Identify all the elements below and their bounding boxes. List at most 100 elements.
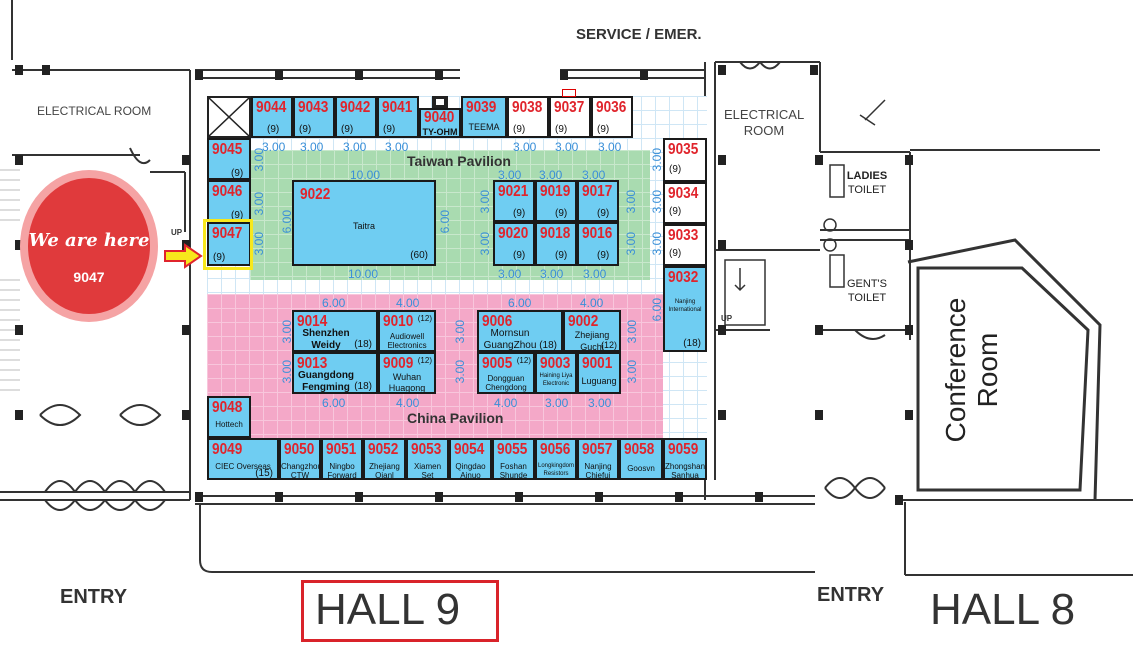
taiwan-pavilion-label: Taiwan Pavilion (407, 153, 511, 169)
booth-9010[interactable]: 9010 (12) Audiowell Electronics (378, 310, 436, 352)
dim-label: 10.00 (348, 267, 379, 281)
booth-9035[interactable]: 9035(9) (663, 138, 707, 182)
dim-label: 3.00 (540, 267, 564, 281)
gents-line2: TOILET (847, 292, 887, 304)
you-are-here-circle (28, 178, 150, 314)
dim-label: 3.00 (252, 192, 266, 216)
booth-9046[interactable]: 9046(9) (207, 180, 251, 222)
dim-label: 10.00 (350, 168, 381, 182)
booth-9021[interactable]: 9021(9) (493, 180, 535, 222)
dim-label: 6.00 (322, 396, 346, 410)
dim-label: 4.00 (494, 396, 518, 410)
booth-9005[interactable]: 9005 (12) Dongguan Chengdong (477, 352, 535, 394)
entry-left-label: ENTRY (60, 586, 128, 608)
booth-9002[interactable]: 9002 Zhejiang Guchi (12) (563, 310, 621, 352)
hall9-label: HALL 9 (315, 585, 461, 634)
booth-9022[interactable]: 9022 Taitra (60) (292, 180, 436, 266)
ladies-line2: TOILET (847, 184, 887, 196)
booth-9047[interactable]: 9047(9) (207, 222, 251, 266)
booth-9020[interactable]: 9020(9) (493, 222, 535, 266)
booth-9043[interactable]: 9043(9) (293, 96, 335, 138)
dim-label: 6.00 (650, 298, 664, 322)
dim-label: 3.00 (498, 267, 522, 281)
dim-label: 3.00 (385, 140, 409, 154)
booth-9041[interactable]: 9041(9) (377, 96, 419, 138)
dim-label: 3.00 (650, 148, 664, 172)
booth-9009[interactable]: 9009 (12) Wuhan Huagong (378, 352, 436, 394)
booth-9018[interactable]: 9018(9) (535, 222, 577, 266)
dim-label: 6.00 (438, 210, 452, 234)
dim-label: 3.00 (280, 360, 294, 384)
booth-9014[interactable]: 9014 Shenzhen Weidy (18) (292, 310, 378, 352)
you-are-here-booth: 9047 (73, 269, 105, 285)
conference-line1: Conference (940, 297, 971, 443)
hall8-label: HALL 8 (930, 585, 1076, 634)
dim-label: 3.00 (252, 148, 266, 172)
dim-label: 3.00 (545, 396, 569, 410)
you-are-here-marker[interactable]: We are here 9047 (20, 170, 158, 322)
dim-label: 3.00 (252, 232, 266, 256)
booth-9044[interactable]: 9044(9) (251, 96, 293, 138)
dim-label: 3.00 (624, 232, 638, 256)
dim-label: 3.00 (583, 267, 607, 281)
booth-9038[interactable]: 9038(9) (507, 96, 549, 138)
booth-9049[interactable]: 9049 CIEC Overseas (15) (207, 438, 279, 480)
booth-9006[interactable]: 9006 Mornsun GuangZhou (18) (477, 310, 563, 352)
booth-9048[interactable]: 9048 Hottech (207, 396, 251, 438)
dim-label: 3.00 (555, 140, 579, 154)
dim-label: 3.00 (343, 140, 367, 154)
booth-9032[interactable]: 9032 Nanjing International (18) (663, 266, 707, 352)
dim-label: 3.00 (650, 232, 664, 256)
up-label-right: UP (721, 314, 733, 323)
booth-9042[interactable]: 9042(9) (335, 96, 377, 138)
dim-label: 6.00 (322, 296, 346, 310)
ladies-toilet-label: LADIES TOILET (842, 169, 892, 197)
booth-9037[interactable]: 9037(9) (549, 96, 591, 138)
dim-label: 3.00 (588, 396, 612, 410)
booth-9003[interactable]: 9003 Haining Liya Electronic (535, 352, 577, 394)
electrical-room-left-label: ELECTRICAL ROOM (37, 104, 152, 118)
china-pavilion-label: China Pavilion (407, 410, 504, 426)
dim-label: 4.00 (396, 396, 420, 410)
booth-9016[interactable]: 9016(9) (577, 222, 619, 266)
dim-label: 3.00 (539, 168, 563, 182)
service-label: SERVICE / EMER. (576, 26, 702, 43)
booth-9047-highlight (203, 219, 253, 270)
dim-label: 3.00 (280, 320, 294, 344)
dim-label: 3.00 (300, 140, 324, 154)
booth-9045[interactable]: 9045(9) (207, 138, 251, 180)
booth-9019[interactable]: 9019(9) (535, 180, 577, 222)
up-label-left: UP (171, 228, 183, 237)
dim-label: 3.00 (478, 190, 492, 214)
dim-label: 3.00 (478, 232, 492, 256)
gents-line1: GENT'S (847, 278, 887, 290)
booth-9036[interactable]: 9036(9) (591, 96, 633, 138)
ladies-line1: LADIES (846, 170, 888, 182)
booth-9013[interactable]: 9013 Guangdong Fengming (18) (292, 352, 378, 394)
dim-label: 4.00 (396, 296, 420, 310)
booth-9033[interactable]: 9033(9) (663, 224, 707, 266)
dim-label: 3.00 (498, 168, 522, 182)
dim-label: 4.00 (580, 296, 604, 310)
you-are-here-title: We are here (28, 230, 150, 251)
booth-9001[interactable]: 9001 Luguang (577, 352, 621, 394)
booth-9034[interactable]: 9034(9) (663, 182, 707, 224)
storage-box (207, 96, 251, 138)
booth-9017[interactable]: 9017(9) (577, 180, 619, 222)
electrical-room-right-line2: ROOM (743, 123, 785, 138)
dim-label: 6.00 (508, 296, 532, 310)
dim-label: 3.00 (625, 320, 639, 344)
